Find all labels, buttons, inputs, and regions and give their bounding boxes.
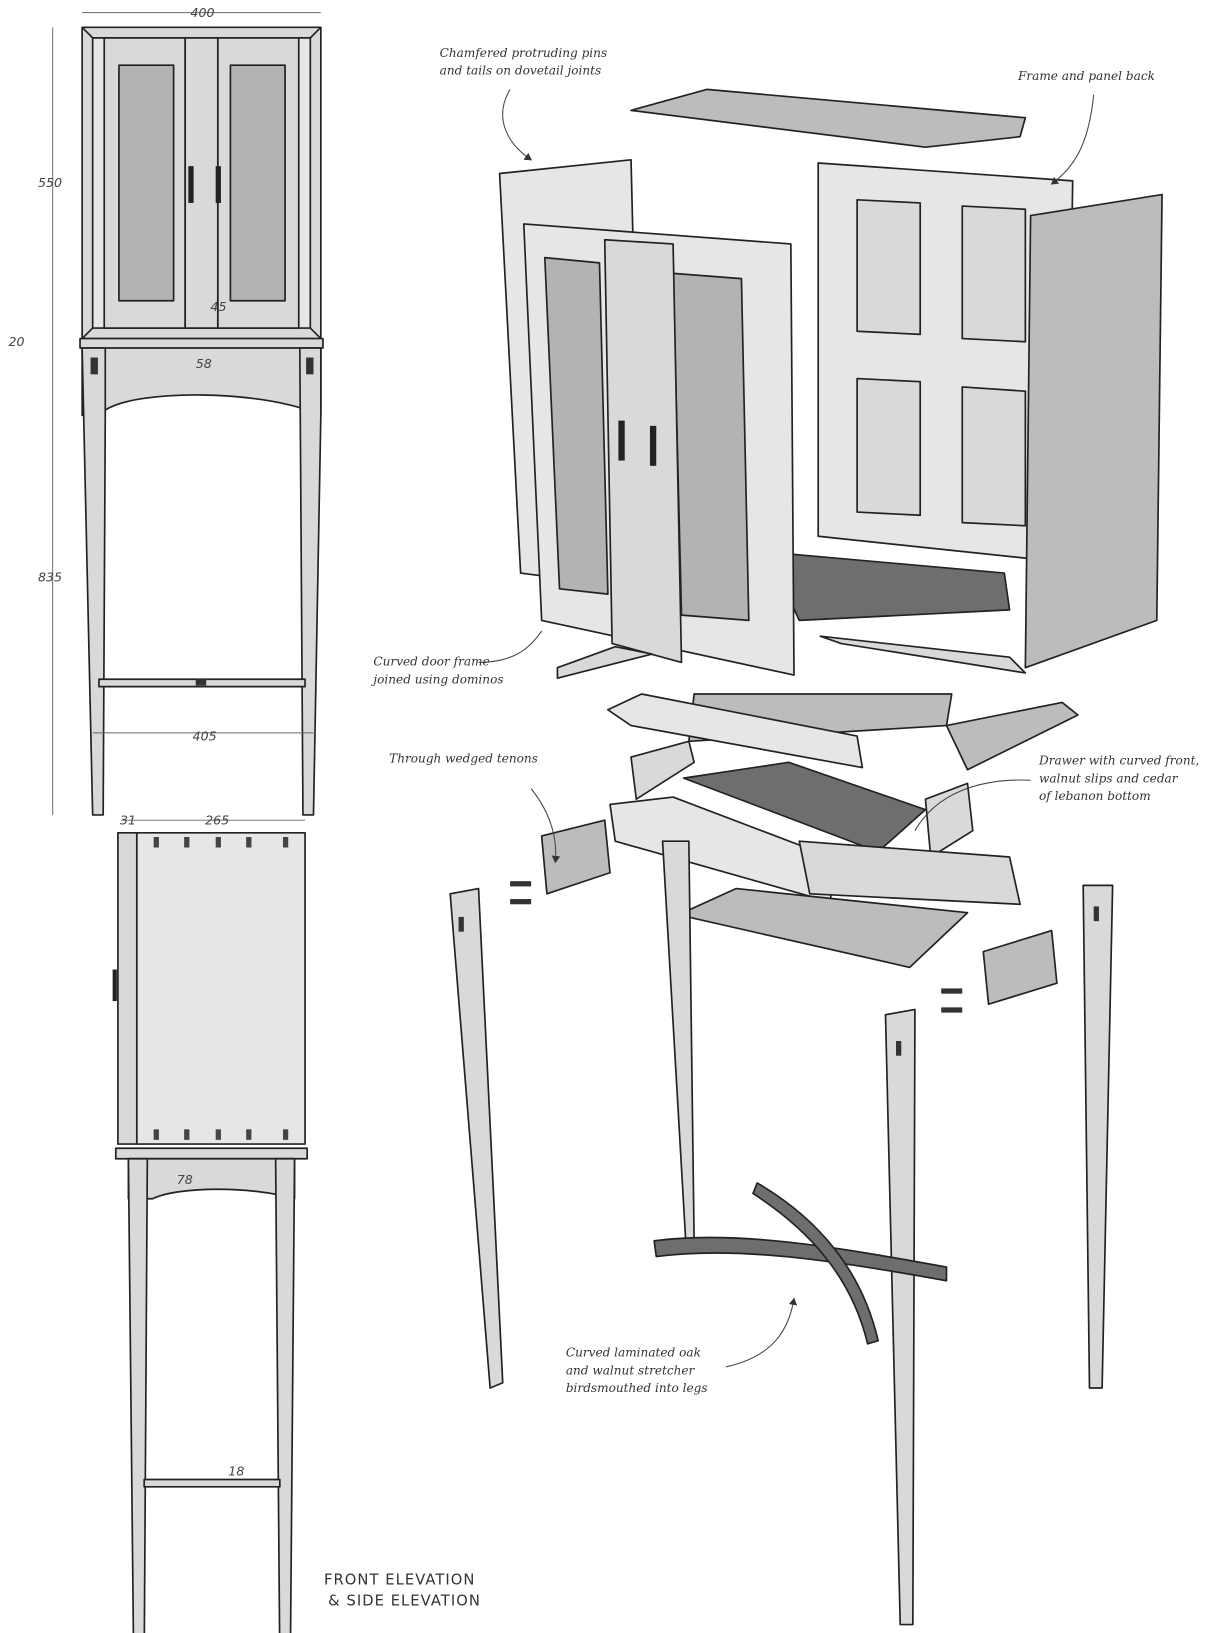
cabinet-top xyxy=(630,88,1027,149)
dim-side-apron-height: 78 xyxy=(177,1172,193,1187)
note-stretcher-2: and walnut stretcher xyxy=(566,1363,696,1377)
curved-stretcher-a xyxy=(653,1236,948,1282)
front-stand xyxy=(79,337,324,816)
curved-stretcher-b xyxy=(752,1182,879,1345)
left-glass-panel xyxy=(118,64,175,302)
exploded-view xyxy=(449,88,1163,1626)
note-door-2: joined using dominos xyxy=(370,672,503,686)
side-elevation: 31 265 78 18 270 xyxy=(112,812,309,1633)
dim-apron-height: 58 xyxy=(196,356,212,371)
note-drawer-3: of lebanon bottom xyxy=(1039,789,1151,803)
dim-cabinet-depth: 265 xyxy=(205,812,229,827)
dim-base-top-thickness: 20 xyxy=(9,334,25,349)
note-door-1: Curved door frame xyxy=(373,655,489,669)
dim-stand-height: 835 xyxy=(38,569,62,584)
annotations: Chamfered protruding pins and tails on d… xyxy=(370,46,1199,1395)
drawing-title-line1: FRONT ELEVATION xyxy=(324,1572,476,1589)
dim-door-stile-width: 45 xyxy=(210,299,226,314)
dim-cabinet-height: 550 xyxy=(38,175,62,190)
curved-front-rail xyxy=(607,693,864,769)
note-dovetails-1: Chamfered protruding pins xyxy=(440,46,607,60)
note-dovetails-2: and tails on dovetail joints xyxy=(440,64,602,78)
dim-overall-width: 400 xyxy=(190,5,214,20)
note-tenons: Through wedged tenons xyxy=(389,751,538,765)
right-glass-panel xyxy=(229,64,286,302)
dim-stretcher-height: 18 xyxy=(228,1463,244,1478)
leg-back-left xyxy=(661,840,695,1242)
leg-front-left xyxy=(449,887,504,1389)
cabinet-bottom xyxy=(766,551,1011,622)
drawer-runner-frame xyxy=(677,887,969,969)
side-panel xyxy=(135,831,306,1145)
left-door-handle xyxy=(188,166,194,203)
front-cabinet xyxy=(81,26,322,340)
note-stretcher-3: birdsmouthed into legs xyxy=(566,1381,708,1395)
dim-leg-span: 405 xyxy=(193,728,217,743)
note-stretcher-1: Curved laminated oak xyxy=(566,1345,701,1359)
note-drawer-2: walnut slips and cedar xyxy=(1039,771,1179,785)
front-dimensions: 400 550 20 835 405 45 58 xyxy=(9,5,321,815)
leg-back-right xyxy=(1082,884,1114,1389)
dim-door-depth: 31 xyxy=(120,812,136,827)
drawing-title-line2: & SIDE ELEVATION xyxy=(328,1593,481,1610)
note-drawer-1: Drawer with curved front, xyxy=(1038,753,1199,767)
front-elevation: 400 550 20 835 405 45 58 xyxy=(9,5,324,816)
note-back: Frame and panel back xyxy=(1017,69,1155,83)
leg-front-right xyxy=(884,1008,916,1626)
right-side-panel xyxy=(1024,193,1163,669)
right-door-handle xyxy=(215,166,221,203)
drawer-bottom xyxy=(682,761,927,853)
